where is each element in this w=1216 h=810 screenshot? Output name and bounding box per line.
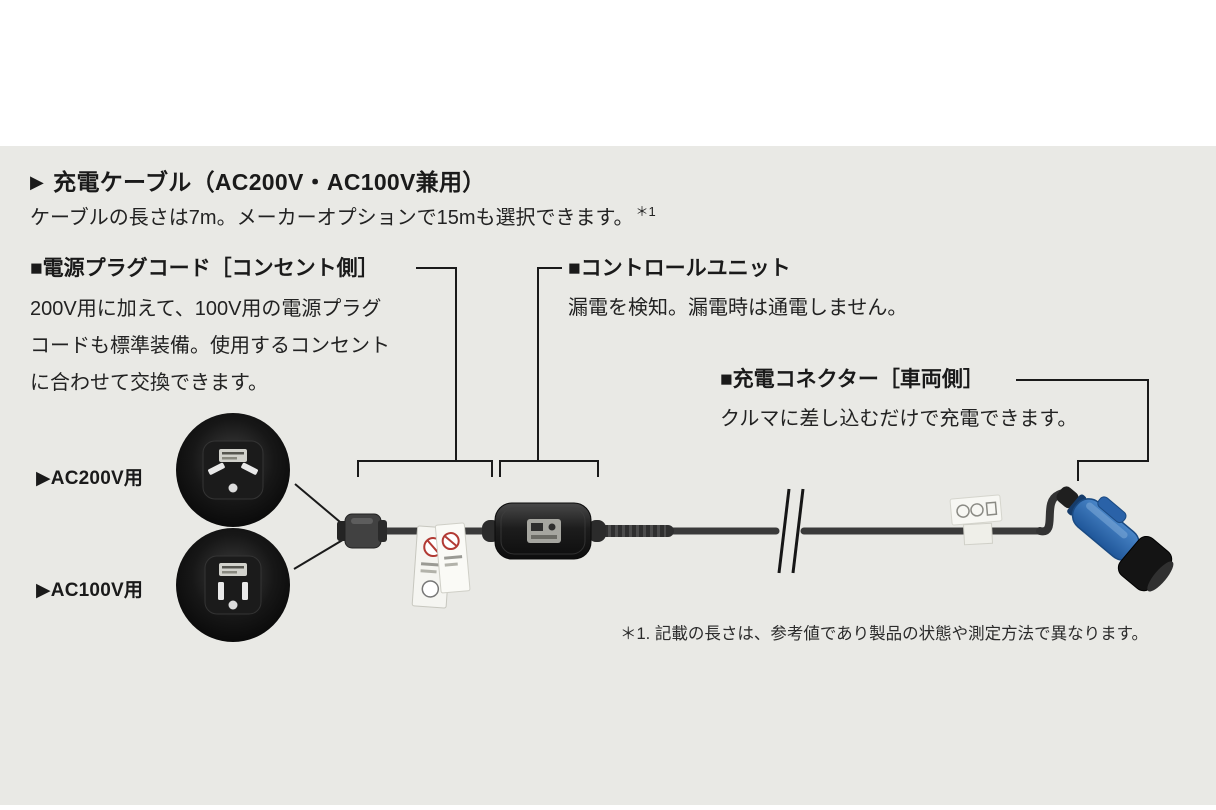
- control-unit-body: 漏電を検知。漏電時は通電しません。: [568, 297, 908, 319]
- certification-mark-icon: [970, 503, 984, 517]
- plug-cord-body-line: コードも標準装備。使用するコンセント: [30, 335, 390, 357]
- certification-mark-icon: [985, 501, 998, 516]
- connector-face: [1147, 561, 1174, 592]
- pointer-lines: [293, 483, 347, 570]
- control-unit-box: [482, 502, 606, 560]
- charging-connector-gun: [1036, 486, 1174, 592]
- ac200-plug-photo: [176, 413, 290, 527]
- plug-cord-body-line: に合わせて交換できます。: [30, 372, 268, 394]
- bracket-plug-cord: [357, 460, 493, 477]
- plug-cord-body-line: 200V用に加えて、100V用の電源プラグ: [30, 298, 382, 320]
- diagram-title: ▶ 充電ケーブル（AC200V・AC100V兼用）: [30, 163, 486, 197]
- leader-control-unit: [537, 267, 562, 461]
- warning-tags: [411, 522, 471, 609]
- power-plug-connector: [337, 513, 387, 549]
- leader-connector: [1016, 379, 1149, 481]
- caution-icon: [421, 580, 440, 598]
- triangle-marker: ▶: [30, 172, 45, 192]
- cable-break-marks: [777, 488, 805, 574]
- spec-tag: [949, 494, 1003, 546]
- connector-body: クルマに差し込むだけで充電できます。: [720, 408, 1078, 430]
- plug-cord-heading: ■電源プラグコード［コンセント側］: [30, 257, 379, 280]
- plug-cord-body: 200V用に加えて、100V用の電源プラグ コードも標準装備。使用するコンセント…: [30, 291, 390, 402]
- angled-blades-icon: [208, 462, 258, 475]
- title-text: 充電ケーブル（AC200V・AC100V兼用）: [53, 169, 486, 195]
- ground-pin-icon: [228, 483, 238, 493]
- connector-latch: [1097, 496, 1127, 524]
- parallel-blades-icon: [218, 582, 248, 600]
- bracket-control-unit: [499, 460, 599, 477]
- certification-mark-icon: [956, 504, 970, 518]
- leader-plug-cord: [416, 267, 457, 461]
- diagram-subtitle: ケーブルの長さは7m。メーカーオプションで15mも選択できます。＊1: [30, 201, 656, 230]
- section-control-unit: ■コントロールユニット 漏電を検知。漏電時は通電しません。: [568, 256, 907, 322]
- footnote: ＊1. 記載の長さは、参考値であり製品の状態や測定方法で異なります。: [620, 625, 1149, 643]
- note-ref: ＊1: [635, 204, 656, 220]
- label-ac100: ▶AC100V用: [36, 580, 144, 601]
- connector-heading: ■充電コネクター［車両側］: [720, 368, 984, 391]
- control-unit-heading: ■コントロールユニット: [568, 257, 791, 280]
- ground-pin-icon: [228, 600, 238, 610]
- subtitle-text: ケーブルの長さは7m。メーカーオプションで15mも選択できます。: [30, 207, 634, 229]
- ac100-plug-photo: [176, 528, 290, 642]
- plug-rating-label: [219, 449, 247, 462]
- section-plug-cord: ■電源プラグコード［コンセント側］ 200V用に加えて、100V用の電源プラグ …: [30, 256, 390, 402]
- leader-lines: [357, 267, 1149, 481]
- label-ac200: ▶AC200V用: [36, 468, 144, 489]
- plug-rating-label: [219, 563, 247, 576]
- section-connector: ■充電コネクター［車両側］ クルマに差し込むだけで充電できます。: [720, 367, 1077, 433]
